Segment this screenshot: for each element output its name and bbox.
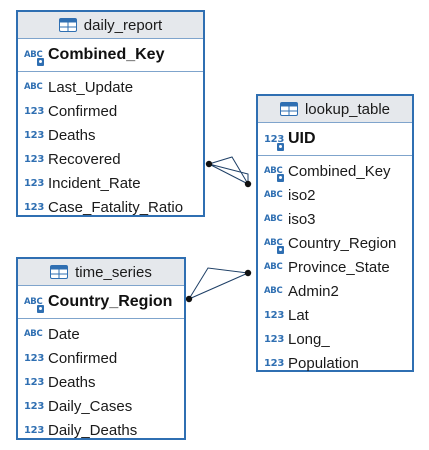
- entity-header[interactable]: daily_report: [18, 12, 203, 39]
- column-name: Case_Fatality_Ratio: [48, 198, 184, 216]
- link-time-series-lookup: [188, 267, 250, 300]
- text-type-icon: ABC: [264, 286, 283, 296]
- column-name: Confirmed: [48, 102, 118, 120]
- column-row[interactable]: 123 Daily_Deaths: [18, 418, 184, 442]
- number-type-icon: 123: [264, 357, 284, 369]
- column-row[interactable]: 123 Deaths: [18, 370, 184, 394]
- text-type-icon: ABC: [24, 82, 43, 92]
- entity-title: lookup_table: [304, 100, 391, 118]
- text-type-icon: ABC: [264, 190, 283, 200]
- column-row[interactable]: 123 Lat: [258, 303, 412, 327]
- primary-key-row[interactable]: ABC Combined_Key: [18, 39, 203, 72]
- text-key-icon: ABC: [264, 238, 284, 254]
- number-type-icon: 123: [24, 177, 44, 189]
- table-icon: [50, 265, 69, 279]
- entity-header[interactable]: lookup_table: [258, 96, 412, 123]
- column-name: Incident_Rate: [48, 174, 141, 192]
- text-type-icon: ABC: [264, 214, 283, 224]
- text-key-icon: ABC: [24, 50, 44, 66]
- entity-header[interactable]: time_series: [18, 259, 184, 286]
- column-name: Last_Update: [48, 78, 134, 96]
- entity-title: daily_report: [83, 16, 163, 34]
- column-row[interactable]: 123 Long_: [258, 327, 412, 351]
- column-row[interactable]: ABC Admin2: [258, 279, 412, 303]
- link-daily-report-lookup: [208, 156, 250, 186]
- column-name: Deaths: [48, 373, 96, 391]
- number-type-icon: 123: [264, 333, 284, 345]
- column-row[interactable]: 123 Daily_Cases: [18, 394, 184, 418]
- link-end-daily-report: [205, 160, 213, 168]
- column-row[interactable]: ABC Date: [18, 322, 184, 346]
- column-name: Population: [288, 354, 359, 372]
- column-row[interactable]: 123 Recovered: [18, 147, 203, 171]
- link-end-time-series: [185, 295, 193, 303]
- column-name: Daily_Deaths: [48, 421, 138, 439]
- column-name: Date: [48, 325, 80, 343]
- column-row[interactable]: 123 Case_Fatality_Ratio: [18, 195, 203, 219]
- number-type-icon: 123: [24, 153, 44, 165]
- column-name: Province_State: [288, 258, 390, 276]
- column-name: Long_: [288, 330, 330, 348]
- text-type-icon: ABC: [24, 329, 43, 339]
- column-name: Confirmed: [48, 349, 118, 367]
- column-row[interactable]: 123 Incident_Rate: [18, 171, 203, 195]
- link-end-lookup-combined-key: [244, 180, 252, 188]
- table-icon: [58, 18, 77, 32]
- column-row[interactable]: ABC Last_Update: [18, 75, 203, 99]
- primary-key-name: Country_Region: [48, 293, 173, 310]
- primary-key-name: UID: [288, 130, 316, 147]
- column-row[interactable]: 123 Deaths: [18, 123, 203, 147]
- primary-key-name: Combined_Key: [48, 46, 165, 63]
- text-type-icon: ABC: [264, 262, 283, 272]
- link-end-lookup-country-region: [244, 269, 252, 277]
- column-name: Lat: [288, 306, 309, 324]
- column-name: Daily_Cases: [48, 397, 133, 415]
- column-row[interactable]: 123 Confirmed: [18, 346, 184, 370]
- column-name: Country_Region: [288, 234, 397, 252]
- number-type-icon: 123: [24, 105, 44, 117]
- number-type-icon: 123: [24, 201, 44, 213]
- column-row[interactable]: 123 Confirmed: [18, 99, 203, 123]
- column-name: Deaths: [48, 126, 96, 144]
- entity-title: time_series: [75, 263, 152, 281]
- column-name: Recovered: [48, 150, 121, 168]
- number-type-icon: 123: [24, 424, 44, 436]
- column-row[interactable]: ABC iso3: [258, 207, 412, 231]
- column-row[interactable]: ABC iso2: [258, 183, 412, 207]
- table-icon: [279, 102, 298, 116]
- text-key-icon: ABC: [264, 166, 284, 182]
- number-type-icon: 123: [264, 309, 284, 321]
- primary-key-row[interactable]: 123 UID: [258, 123, 412, 156]
- column-row[interactable]: 123 Population: [258, 351, 412, 375]
- column-name: iso2: [288, 186, 316, 204]
- column-name: iso3: [288, 210, 316, 228]
- number-type-icon: 123: [24, 129, 44, 141]
- primary-key-row[interactable]: ABC Country_Region: [18, 286, 184, 319]
- number-type-icon: 123: [24, 352, 44, 364]
- column-name: Admin2: [288, 282, 339, 300]
- column-name: Combined_Key: [288, 162, 391, 180]
- number-type-icon: 123: [24, 400, 44, 412]
- column-row[interactable]: ABC Province_State: [258, 255, 412, 279]
- number-key-icon: 123: [264, 134, 284, 151]
- number-type-icon: 123: [24, 376, 44, 388]
- text-key-icon: ABC: [24, 297, 44, 313]
